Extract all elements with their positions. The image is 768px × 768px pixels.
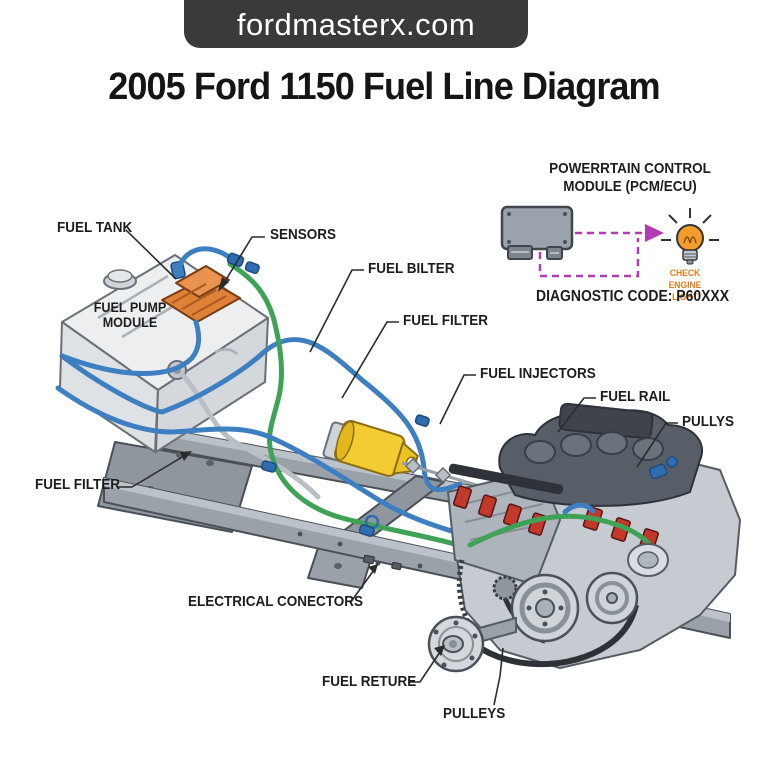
label-check-engine-light: CHECK ENGINE LIGHT bbox=[668, 268, 702, 303]
label-fuel-filter-left: FUEL FILTER bbox=[35, 476, 121, 493]
flywheel-part bbox=[427, 615, 517, 673]
label-pullys: PULLYS bbox=[682, 413, 735, 430]
label-fuel-pump-module: FUEL PUMP MODULE bbox=[93, 299, 167, 331]
pcm-module-box bbox=[500, 205, 574, 260]
label-sensors: SENSORS bbox=[270, 226, 337, 243]
label-fuel-bilter: FUEL BILTER bbox=[368, 260, 455, 277]
label-powertrain-control-module: POWERRTAIN CONTROL MODULE (PCM/ECU) bbox=[549, 160, 711, 195]
pcm-trace-arrow bbox=[645, 224, 664, 242]
site-banner: fordmasterx.com bbox=[184, 0, 528, 48]
pcm-dashed-trace bbox=[538, 231, 644, 278]
check-engine-bulb-icon bbox=[661, 208, 719, 265]
label-pulleys: PULLEYS bbox=[443, 705, 506, 722]
pointer-lines bbox=[118, 229, 678, 706]
pulleys-part bbox=[492, 571, 639, 643]
label-fuel-reture: FUEL RETURE bbox=[322, 673, 417, 690]
electrical-connectors-part bbox=[363, 554, 402, 571]
label-electrical-conectors: ELECTRICAL CONECTORS bbox=[188, 593, 364, 610]
label-fuel-tank: FUEL TANK bbox=[57, 219, 133, 236]
label-diagnostic-code: DIAGNOSTIC CODE: P60XXX bbox=[536, 288, 730, 305]
page-title: 2005 Ford 1150 Fuel Line Diagram bbox=[108, 66, 660, 108]
site-banner-text: fordmasterx.com bbox=[236, 7, 476, 42]
label-fuel-filter-mid: FUEL FILTER bbox=[403, 312, 489, 329]
label-fuel-injectors: FUEL INJECTORS bbox=[480, 365, 596, 382]
engine-part bbox=[447, 402, 741, 669]
label-fuel-rail: FUEL RAIL bbox=[600, 388, 671, 405]
